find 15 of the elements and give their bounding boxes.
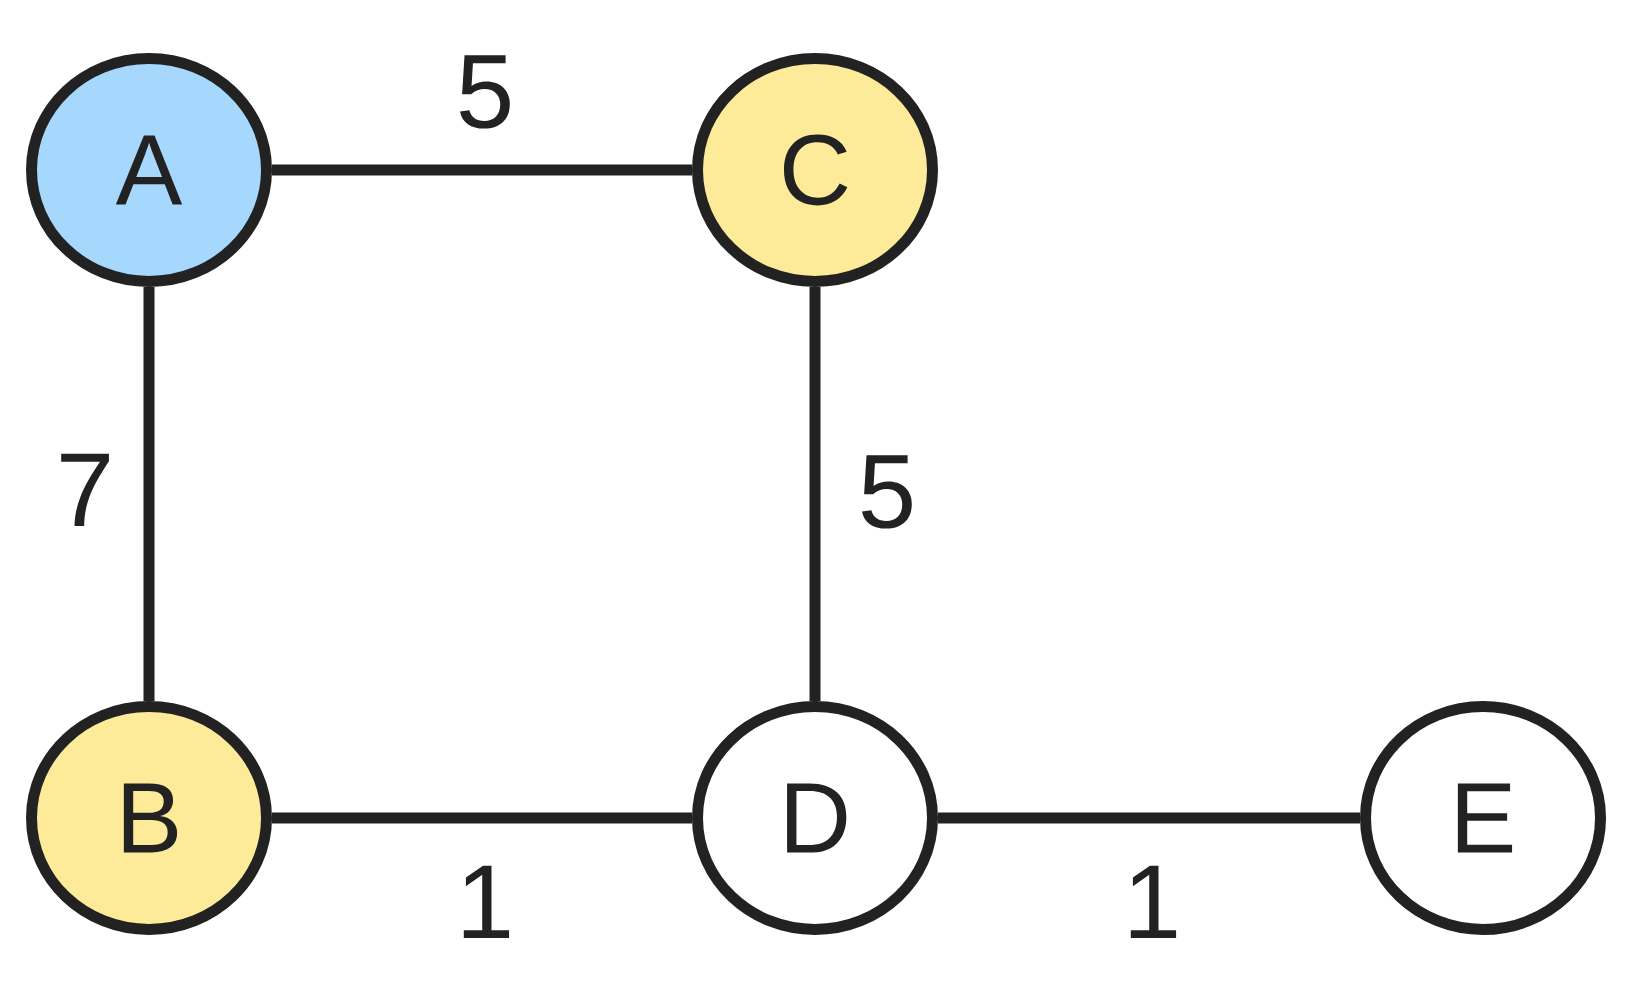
graph-vertex: C [692,53,938,287]
graph-vertex: D [692,701,938,935]
edge-label: 7 [61,453,109,527]
graph-vertex: A [26,53,272,287]
graph-vertex: E [1360,701,1606,935]
edge-label: 1 [463,865,510,939]
edge-line [143,287,155,701]
edge-line [272,164,692,176]
edge-label: 5 [460,55,510,129]
edge-line [272,812,692,824]
edge-label: 1 [1130,865,1177,939]
edge-line [938,812,1360,824]
edge-line [809,287,821,701]
edge-label: 5 [862,455,912,529]
graph-vertex: B [26,701,272,935]
